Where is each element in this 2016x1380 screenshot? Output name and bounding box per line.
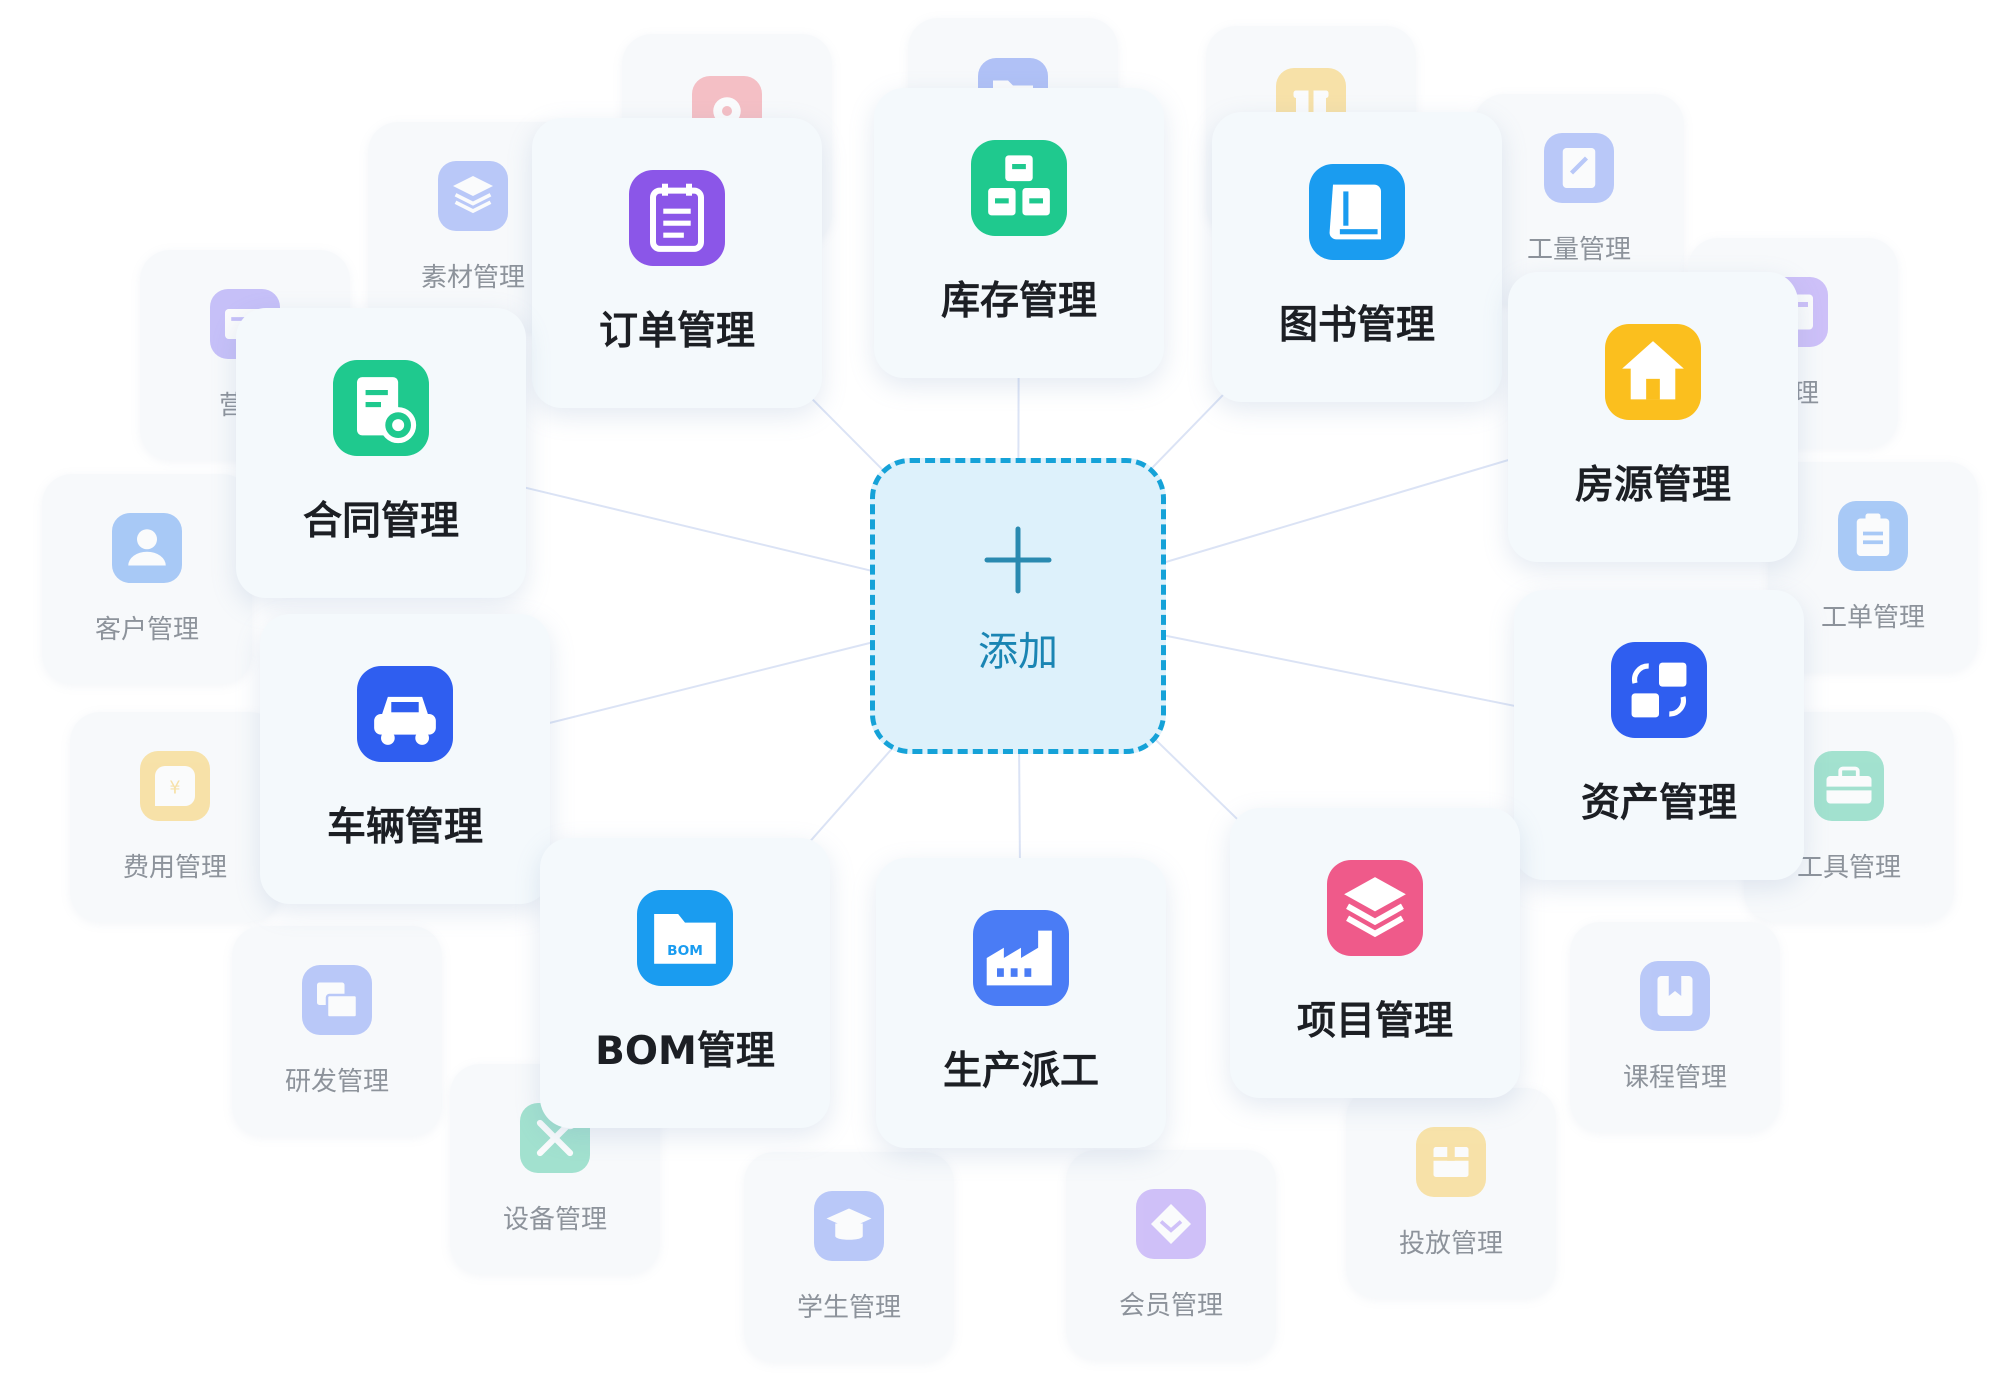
folders-icon <box>302 964 372 1035</box>
module-card-contract[interactable]: 合同管理 <box>236 308 526 598</box>
module-label: 费用管理 <box>122 852 227 883</box>
boxes-icon-glyph <box>988 155 1050 216</box>
car-icon-glyph <box>374 696 436 745</box>
notepad-icon <box>629 170 725 266</box>
bookmark-icon-glyph <box>1657 975 1693 1016</box>
diamond-icon <box>1136 1188 1206 1259</box>
module-label: 资产管理 <box>1580 781 1737 826</box>
module-card-bom[interactable]: BOM BOM管理 <box>540 838 830 1128</box>
stack-icon-glyph <box>1344 877 1406 938</box>
clipboard-icon <box>1838 500 1908 571</box>
add-label: 添加 <box>978 629 1058 675</box>
bom-folder-icon: BOM <box>637 890 733 986</box>
module-label: BOM管理 <box>595 1029 775 1074</box>
contract-icon <box>333 360 429 456</box>
toolbox-icon-glyph <box>1826 766 1872 803</box>
module-card-rnd[interactable]: 研发管理 <box>232 926 442 1136</box>
stack-icon <box>1327 860 1423 956</box>
module-card-vehicle[interactable]: 车辆管理 <box>260 614 550 904</box>
module-card-delivery[interactable]: 投放管理 <box>1346 1088 1556 1298</box>
module-label: 研发管理 <box>284 1066 389 1097</box>
user-icon-glyph <box>128 528 166 565</box>
bom-folder-icon-glyph: BOM <box>654 914 716 964</box>
factory-icon-glyph <box>986 930 1052 986</box>
module-label: 房源管理 <box>1574 463 1731 508</box>
box-icon <box>1416 1126 1486 1197</box>
module-card-expense[interactable]: ¥ 费用管理 <box>70 712 280 922</box>
diamond-icon-glyph <box>1151 1203 1191 1244</box>
module-label: 会员管理 <box>1118 1290 1223 1321</box>
user-icon <box>112 512 182 583</box>
module-card-inventory[interactable]: 库存管理 <box>874 88 1164 378</box>
bom-icon-text: BOM <box>667 943 703 959</box>
boxes-icon <box>971 140 1067 236</box>
module-card-order[interactable]: 订单管理 <box>532 118 822 408</box>
toolbox-icon <box>1814 750 1884 821</box>
module-card-workload[interactable]: 工量管理 <box>1474 94 1684 304</box>
module-card-book[interactable]: 图书管理 <box>1212 112 1502 402</box>
module-label: 库存管理 <box>940 279 1097 324</box>
clipboard-icon-glyph <box>1856 513 1890 556</box>
module-label: 图书管理 <box>1278 303 1435 348</box>
module-label: 项目管理 <box>1296 999 1453 1044</box>
module-card-course[interactable]: 课程管理 <box>1570 922 1780 1132</box>
yen-icon: ¥ <box>140 750 210 821</box>
car-icon <box>357 666 453 762</box>
module-label: 工具管理 <box>1796 852 1901 883</box>
yen-icon-glyph: ¥ <box>155 765 195 806</box>
module-label: 生产派工 <box>942 1049 1099 1094</box>
house-icon-glyph <box>1622 341 1684 400</box>
layers-icon <box>438 160 508 231</box>
bookmark-icon <box>1640 960 1710 1031</box>
module-card-customer[interactable]: 客户管理 <box>42 474 252 684</box>
module-label: 投放管理 <box>1398 1228 1503 1259</box>
exchange-icon <box>1611 642 1707 738</box>
layers-icon-glyph <box>453 175 493 213</box>
exchange-icon-glyph <box>1631 662 1687 718</box>
notebook-icon-glyph <box>1562 147 1596 188</box>
book-icon-glyph <box>1329 184 1381 240</box>
contract-icon-glyph <box>357 377 417 444</box>
add-module-button[interactable]: 添加 <box>870 458 1166 754</box>
graduation-icon <box>814 1190 884 1261</box>
module-card-house[interactable]: 房源管理 <box>1508 272 1798 562</box>
factory-icon <box>973 910 1069 1006</box>
module-label: 车辆管理 <box>326 805 483 850</box>
module-label: 工单管理 <box>1820 602 1925 633</box>
notebook-icon <box>1544 132 1614 203</box>
book-icon <box>1309 164 1405 260</box>
box-icon-glyph <box>1433 1146 1469 1177</box>
module-card-asset[interactable]: 资产管理 <box>1514 590 1804 880</box>
plus-icon <box>984 526 1052 594</box>
svg-text:¥: ¥ <box>169 778 180 798</box>
module-label: 合同管理 <box>302 499 459 544</box>
module-card-project[interactable]: 项目管理 <box>1230 808 1520 1098</box>
badge-icon-glyph <box>713 97 741 125</box>
notepad-icon-glyph <box>650 183 704 252</box>
module-label: 订单管理 <box>598 309 755 354</box>
module-label: 工量管理 <box>1526 234 1631 265</box>
module-card-production[interactable]: 生产派工 <box>876 858 1166 1148</box>
module-label: 客户管理 <box>94 614 199 645</box>
module-card-member[interactable]: 会员管理 <box>1066 1150 1276 1360</box>
module-label: 素材管理 <box>420 262 525 293</box>
graduation-icon-glyph <box>826 1208 872 1240</box>
module-card-student[interactable]: 学生管理 <box>744 1152 954 1362</box>
module-label: 设备管理 <box>502 1204 607 1235</box>
folders-icon-glyph <box>317 982 359 1019</box>
module-label: 学生管理 <box>796 1292 901 1323</box>
module-label: 课程管理 <box>1622 1062 1727 1093</box>
house-icon <box>1605 324 1701 420</box>
